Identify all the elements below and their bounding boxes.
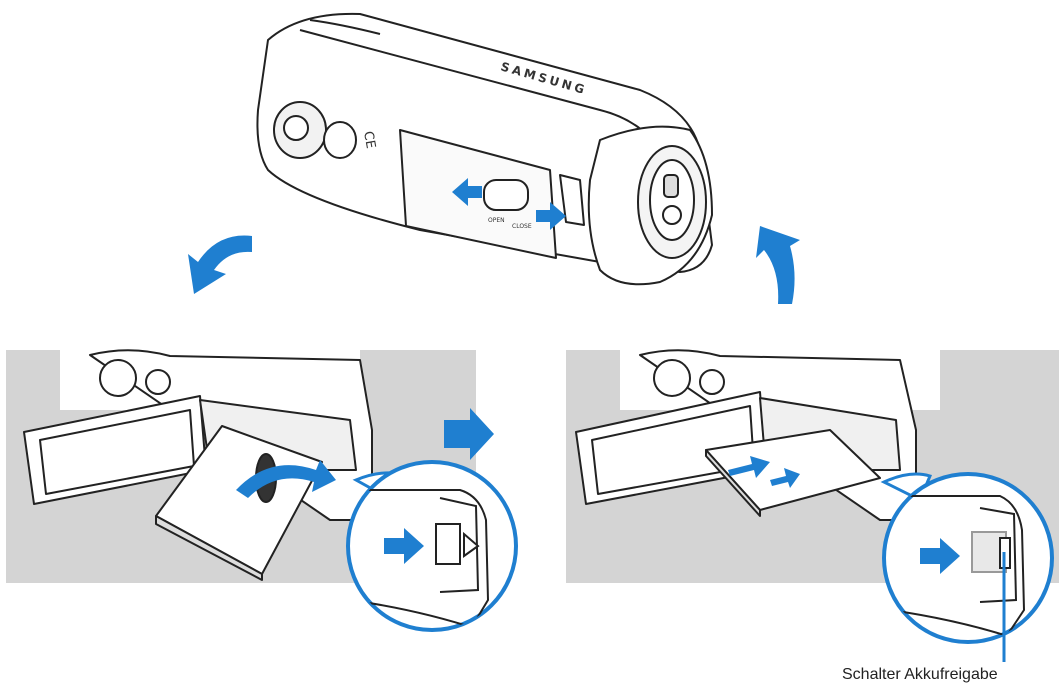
slide-in-arrow bbox=[728, 456, 770, 478]
camcorder-illustration bbox=[256, 12, 713, 286]
lock-arrow bbox=[770, 468, 800, 488]
close-direction-arrow bbox=[536, 202, 566, 230]
step-arrow-right bbox=[444, 408, 494, 460]
release-switch-label: Schalter Akkufreigabe bbox=[842, 666, 998, 683]
open-direction-arrow bbox=[452, 178, 482, 206]
curved-arrow-up bbox=[756, 226, 800, 304]
ce-mark: CE bbox=[360, 130, 378, 150]
open-label: OPEN bbox=[488, 217, 505, 224]
step-battery-inserted-panel bbox=[566, 349, 1059, 583]
zoom-callout-right bbox=[880, 472, 1054, 662]
zoom-push-arrow-left bbox=[384, 528, 424, 564]
close-label: CLOSE bbox=[512, 223, 532, 230]
zoom-push-arrow-right bbox=[920, 538, 960, 574]
insert-curve-arrow bbox=[236, 460, 336, 498]
zoom-callout-left bbox=[346, 460, 518, 632]
curved-arrow-down-left bbox=[188, 235, 252, 294]
